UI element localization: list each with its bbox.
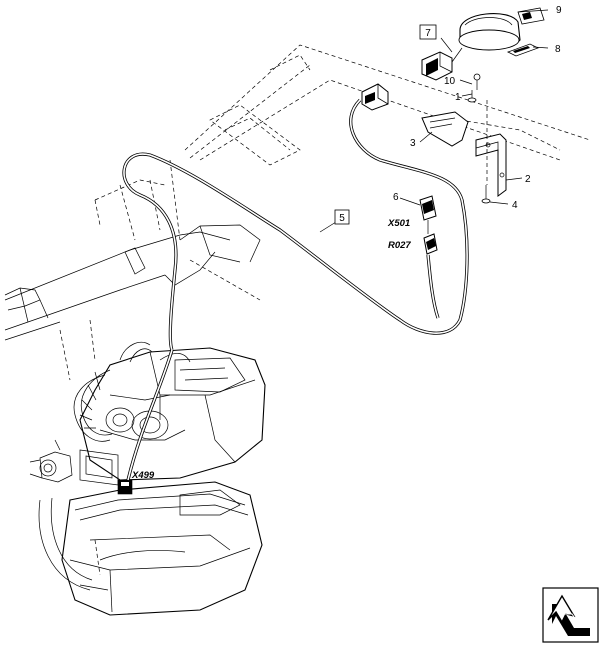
callout-3: 3 (410, 138, 416, 149)
label-r027: R027 (388, 240, 411, 251)
engine-assembly (29, 341, 266, 591)
connector-r027 (423, 233, 438, 255)
arrow-down-left-icon (547, 594, 590, 636)
callout-7: 7 (419, 24, 437, 40)
harness-connector (361, 83, 389, 111)
navigation-button[interactable] (542, 587, 599, 643)
screw-4 (481, 185, 491, 204)
callout-2: 2 (525, 174, 531, 185)
mounting-bracket-2 (475, 133, 507, 197)
connector-x501 (419, 195, 437, 234)
callout-4: 4 (512, 200, 518, 211)
decal-8 (506, 43, 540, 57)
callout-9: 9 (556, 5, 562, 16)
fuel-tank (61, 481, 263, 616)
label-x499: X499 (131, 470, 155, 481)
callout-8: 8 (555, 44, 561, 55)
callout-10: 10 (444, 76, 456, 87)
svg-text:7: 7 (425, 28, 431, 39)
callout-6: 6 (393, 192, 399, 203)
bolt-10 (473, 73, 481, 90)
beacon-unit (421, 13, 521, 81)
cover-plate-3 (421, 111, 469, 147)
cab-roof-outline (59, 44, 591, 381)
callout-5: 5 (334, 209, 350, 225)
decal-9 (517, 7, 545, 25)
harness-cable-5 (122, 98, 469, 481)
callout-1: 1 (455, 92, 461, 103)
label-x501: X501 (387, 218, 410, 229)
boom-arm (4, 224, 261, 341)
nut-1 (467, 90, 477, 103)
svg-text:5: 5 (339, 213, 345, 224)
leader-lines (319, 9, 549, 233)
